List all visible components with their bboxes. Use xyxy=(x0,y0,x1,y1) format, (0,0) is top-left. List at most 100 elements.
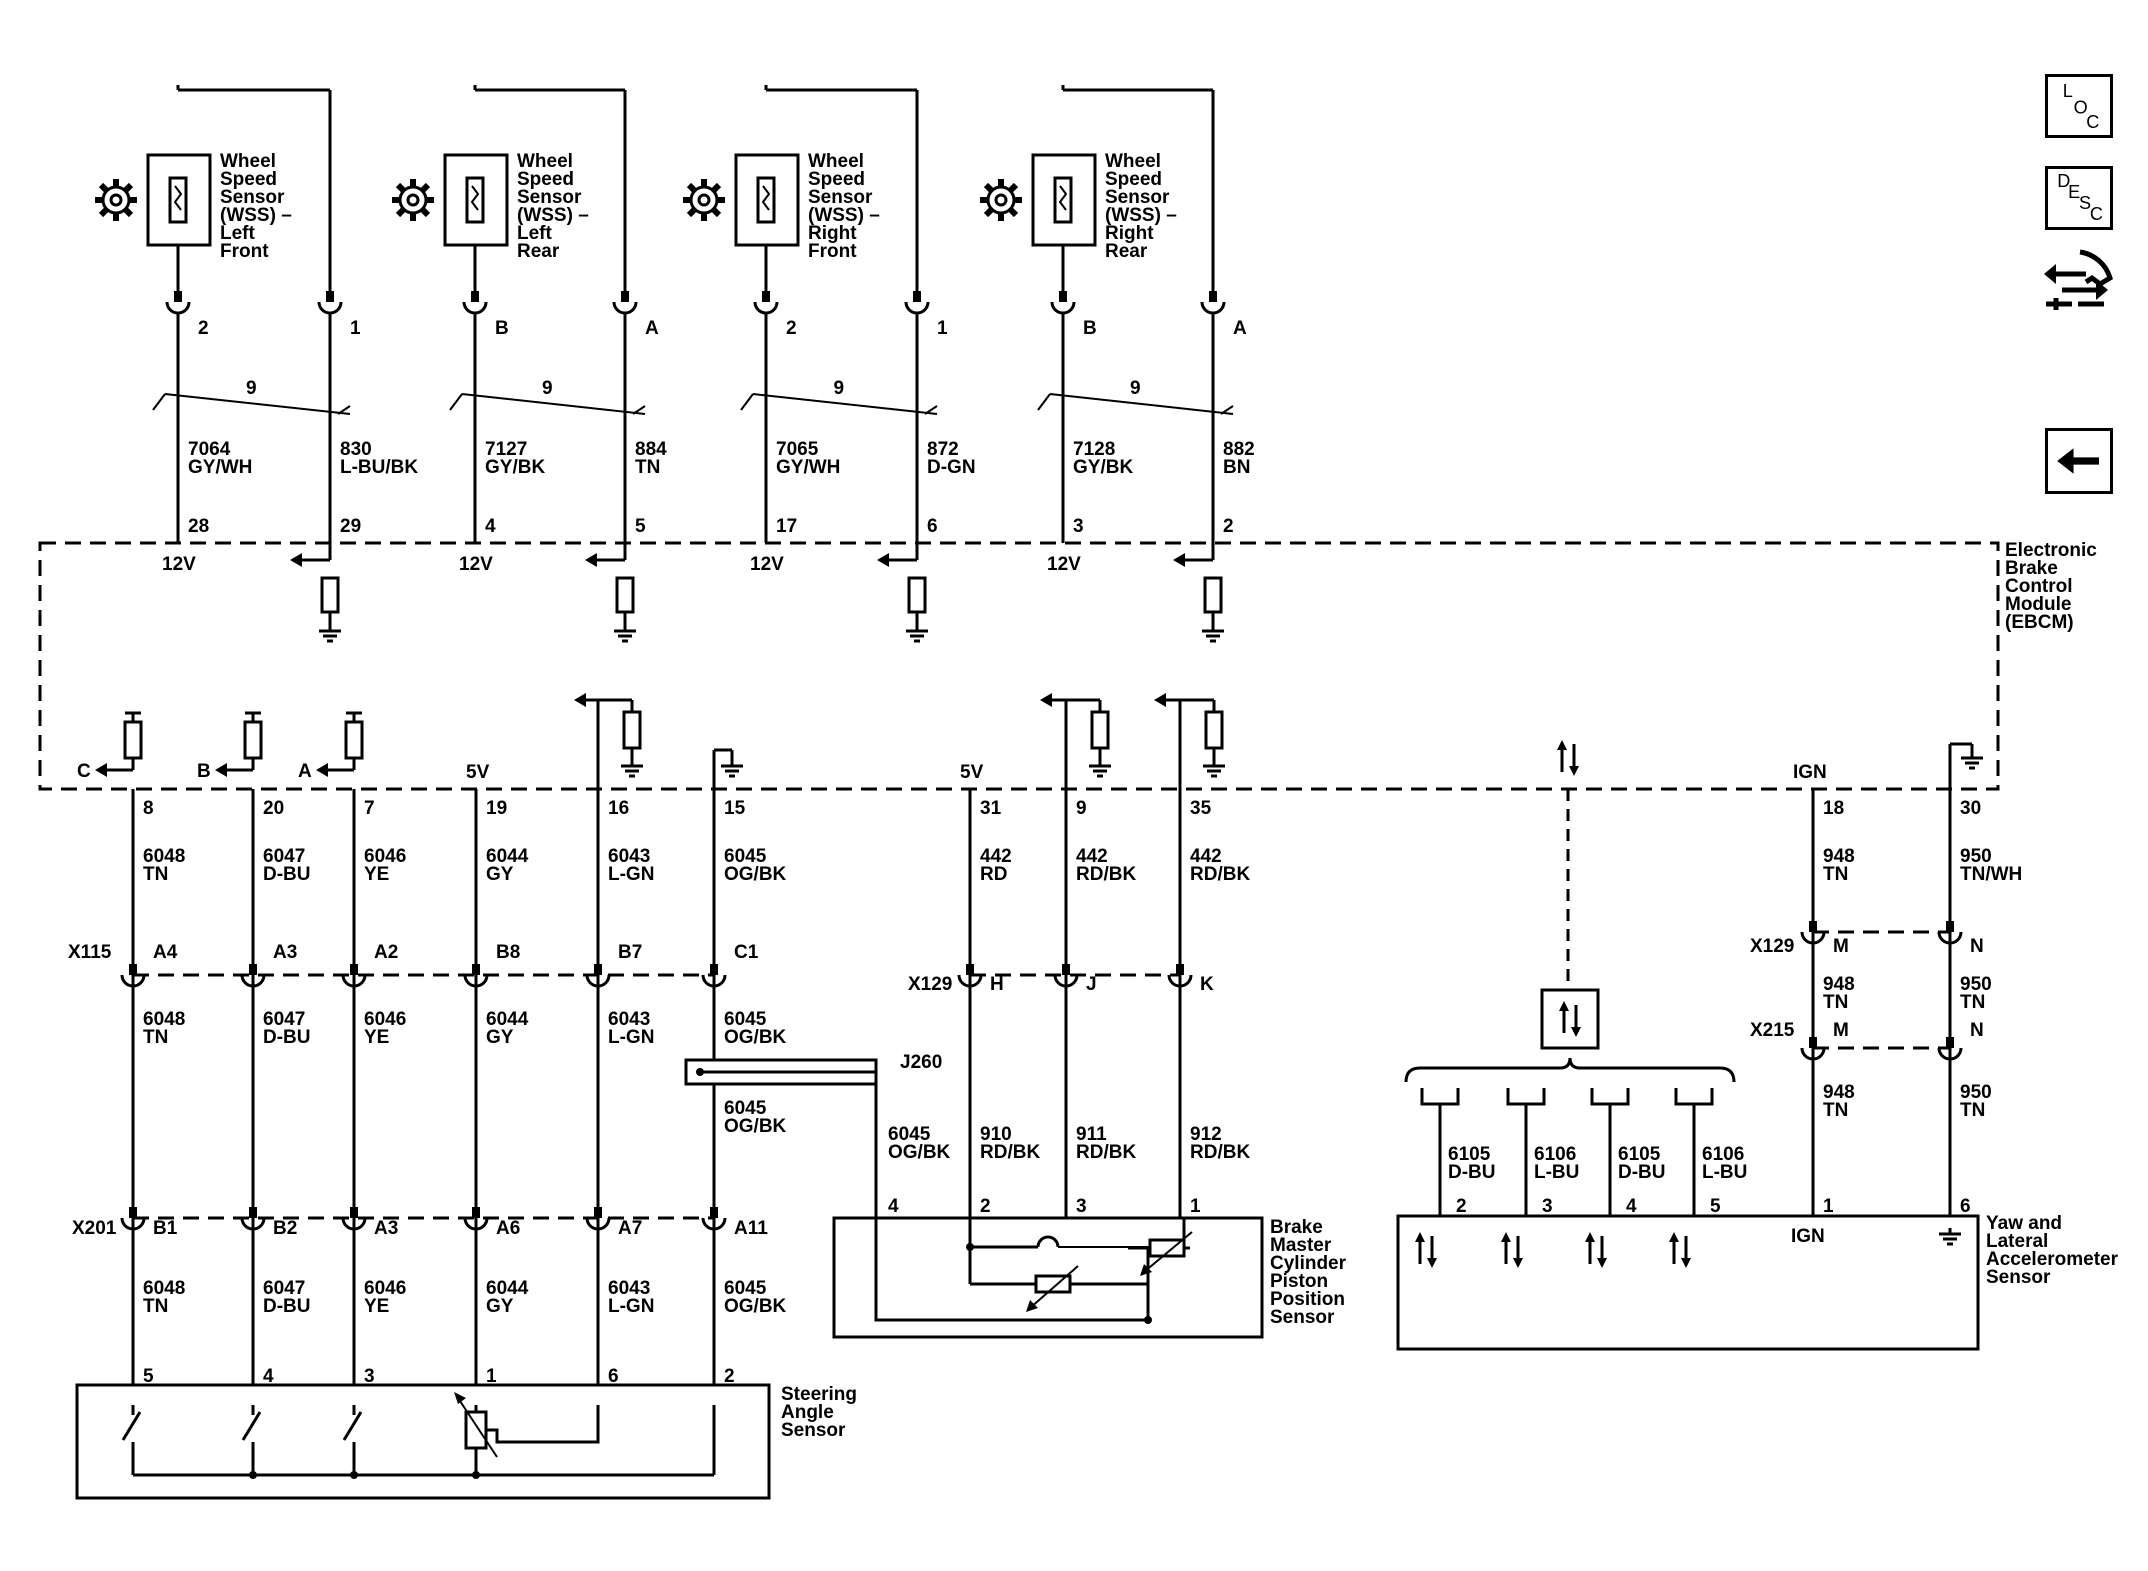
wire-color: TN xyxy=(1823,864,1848,885)
ebcm-terminal: 19 xyxy=(486,798,507,819)
wss-label-line: Speed xyxy=(808,169,865,190)
gear-icon xyxy=(392,179,434,221)
circuit-number: 884 xyxy=(635,439,667,460)
ebcm-terminal: 7 xyxy=(364,798,375,819)
circuit-number: 6044 xyxy=(486,846,529,867)
wire-color: GY/BK xyxy=(485,457,545,478)
svg-text:Sensor: Sensor xyxy=(781,1420,846,1441)
wire-color: RD/BK xyxy=(1076,864,1136,885)
location-view-button[interactable]: L O C xyxy=(2045,74,2113,138)
x115-pin-label: A3 xyxy=(273,942,297,963)
supply-voltage-label: 12V xyxy=(162,554,196,575)
ebcm-io-label: 5V xyxy=(466,762,490,783)
ebcm-io-label: 5V xyxy=(960,762,984,783)
wss-pin-a: B xyxy=(1083,318,1097,339)
ground-icon xyxy=(1201,758,1227,778)
sensor-pin-label: 5 xyxy=(1710,1196,1721,1217)
wire-color: GY xyxy=(486,864,514,885)
x129-pin-label: N xyxy=(1970,936,1984,957)
signal-arrow xyxy=(574,693,586,707)
svg-text:C: C xyxy=(2090,204,2103,224)
gear-icon xyxy=(683,179,725,221)
wire-color: YE xyxy=(364,1027,389,1048)
pull-down-resistor xyxy=(320,576,340,614)
wire-color: GY/WH xyxy=(188,457,252,478)
signal-arrow xyxy=(585,553,597,567)
signal-arrow xyxy=(1040,693,1052,707)
ebcm-terminal: 3 xyxy=(1073,516,1084,537)
circuit-number: 6043 xyxy=(608,1009,650,1030)
connector-end-view-icon[interactable] xyxy=(2042,244,2118,324)
wire-color: RD/BK xyxy=(1076,1142,1136,1163)
ground-icon xyxy=(719,758,745,778)
wire-color: TN xyxy=(1823,1100,1848,1121)
j260-label: J260 xyxy=(900,1052,942,1073)
circuit-number: 6046 xyxy=(364,1278,406,1299)
svg-text:Brake: Brake xyxy=(1270,1217,1323,1238)
pull-down-resistor xyxy=(1204,710,1224,750)
x115-pin-label: A2 xyxy=(374,942,398,963)
signal-arrow xyxy=(95,763,107,777)
svg-text:O: O xyxy=(2074,97,2088,117)
wss-label-line: Speed xyxy=(1105,169,1162,190)
x115-pin-label: C1 xyxy=(734,942,759,963)
wire-color: GY xyxy=(486,1296,514,1317)
circuit-number: 7064 xyxy=(188,439,231,460)
twisted-pair-label: 9 xyxy=(542,378,553,399)
wss-pin-a: B xyxy=(495,318,509,339)
svg-text:Position: Position xyxy=(1270,1289,1345,1310)
circuit-number: 6106 xyxy=(1534,1144,1576,1165)
wire-color: L-BU xyxy=(1534,1162,1579,1183)
sensor-io-label: IGN xyxy=(1791,1226,1825,1247)
circuit-number: 948 xyxy=(1823,974,1855,995)
ebcm-terminal: 18 xyxy=(1823,798,1844,819)
wss-body xyxy=(1031,153,1097,247)
ebcm-terminal: 16 xyxy=(608,798,629,819)
ebcm-terminal: 15 xyxy=(724,798,746,819)
sensor-pin-label: 6 xyxy=(1960,1196,1971,1217)
circuit-number: 6044 xyxy=(486,1278,529,1299)
circuit-number: 948 xyxy=(1823,846,1855,867)
sensor-pin-label: 2 xyxy=(980,1196,991,1217)
yaw-lateral-accelerometer-sensor: Yaw and Lateral Accelerometer Sensor xyxy=(1396,1213,2119,1351)
wss-label-line: (WSS) – xyxy=(220,205,292,226)
wss-label-line: Sensor xyxy=(1105,187,1170,208)
wss-label-line: Right xyxy=(808,223,857,244)
svg-text:C: C xyxy=(2086,112,2099,132)
back-button[interactable] xyxy=(2045,428,2113,494)
circuit-number: 6047 xyxy=(263,846,305,867)
signal-arrow xyxy=(290,553,302,567)
wss-pin-b: A xyxy=(1233,318,1247,339)
wire-color: D-BU xyxy=(1448,1162,1496,1183)
svg-text:S: S xyxy=(2079,193,2091,213)
svg-text:E: E xyxy=(2068,182,2080,202)
sensor-pin-label: 1 xyxy=(1823,1196,1834,1217)
description-view-button[interactable]: D E S C xyxy=(2045,166,2113,230)
circuit-number: 6043 xyxy=(608,1278,650,1299)
pin-connector xyxy=(1200,289,1226,315)
pull-up-resistor xyxy=(123,720,143,760)
wire-color: L-GN xyxy=(608,864,654,885)
svg-text:Yaw and: Yaw and xyxy=(1986,1213,2062,1234)
wire-color: BN xyxy=(1223,457,1250,478)
svg-text:Sensor: Sensor xyxy=(1270,1307,1335,1328)
wire-color: TN xyxy=(1960,1100,1985,1121)
svg-text:Accelerometer: Accelerometer xyxy=(1986,1249,2119,1270)
wire-color: OG/BK xyxy=(724,1027,787,1048)
wss-pin-b: 1 xyxy=(937,318,948,339)
circuit-number: 950 xyxy=(1960,1082,1992,1103)
wire-color: L-GN xyxy=(608,1027,654,1048)
serial-data-bus xyxy=(1404,738,1736,1083)
ground-icon xyxy=(612,623,638,643)
wss-label-line: Sensor xyxy=(808,187,873,208)
x215-pin-label: M xyxy=(1833,1020,1849,1041)
